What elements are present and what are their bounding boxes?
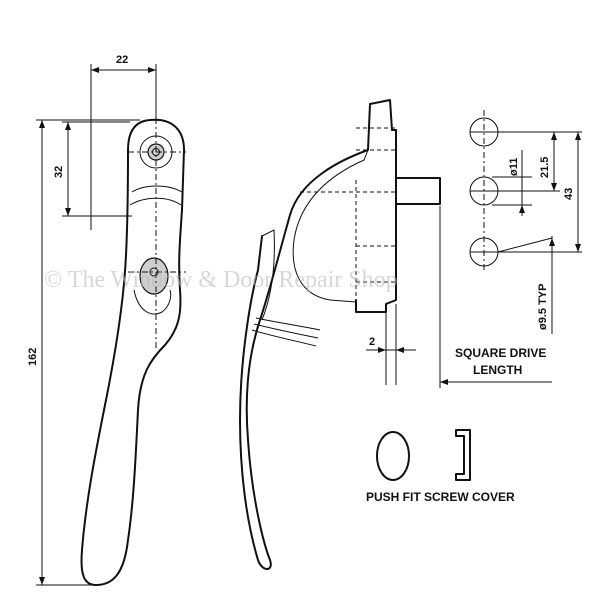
- side-grip-line-1: [255, 317, 321, 331]
- screw-cover-side-icon: [455, 429, 471, 481]
- square-drive-label: SQUARE DRIVE: [455, 346, 546, 360]
- dim-d9-5-arrow: [549, 238, 555, 246]
- dim-162-arrow-top: [39, 120, 45, 128]
- side-body-inner: [261, 229, 275, 321]
- dim-43-arrow-bottom: [575, 244, 581, 252]
- front-view-outline: [80, 118, 185, 586]
- screw-cover: PUSH FIT SCREW COVER: [366, 429, 515, 504]
- front-view: 22 32 162: [27, 54, 186, 586]
- dim-22-label: 22: [116, 54, 128, 66]
- side-view: 2 SQUARE DRIVE LENGTH: [239, 99, 552, 570]
- dim-32-label: 32: [53, 166, 65, 178]
- square-drive-length-label: LENGTH: [473, 363, 522, 377]
- dim-2-arrow-left: [378, 347, 386, 353]
- dim-d11-label: ø11: [508, 158, 520, 176]
- side-body-front: [292, 149, 369, 303]
- dim-d9-5-leader: [497, 237, 553, 253]
- dim-2-label: 2: [369, 336, 375, 348]
- dim-21-5-arrow-top: [551, 132, 557, 140]
- dim-d11-arrow-bottom: [519, 205, 525, 213]
- dim-21-5-label: 21.5: [539, 157, 551, 178]
- dim-32-arrow-top: [65, 122, 71, 130]
- side-spindle: [395, 177, 441, 205]
- drive-length-arrow: [440, 379, 448, 385]
- dim-d9-5-label: ø9.5 TYP: [537, 284, 549, 330]
- dim-2-arrow-right: [396, 347, 404, 353]
- dim-32-arrow-bottom: [65, 208, 71, 216]
- dim-162-arrow-bottom: [39, 577, 45, 585]
- side-grip-line-2: [253, 323, 319, 339]
- dim-22-arrow-right: [148, 67, 156, 73]
- dim-43-arrow-top: [575, 132, 581, 140]
- dim-22-arrow-left: [91, 67, 99, 73]
- dim-21-5-arrow-bottom: [551, 183, 557, 191]
- dim-162-label: 162: [27, 348, 39, 366]
- screw-cover-front-icon: [376, 431, 410, 481]
- side-body: [239, 103, 371, 570]
- lower-boss-recess: [133, 289, 172, 315]
- dim-43-label: 43: [563, 188, 575, 200]
- side-grip-line-3: [251, 329, 317, 347]
- neck-band: [131, 185, 183, 193]
- side-base-plate: [355, 99, 397, 313]
- watermark-text: © The Window & Door Repair Shop: [44, 267, 398, 293]
- hole-pattern: ø11 21.5 43 ø9.5 TYP: [469, 110, 582, 334]
- screw-cover-label: PUSH FIT SCREW COVER: [366, 490, 515, 504]
